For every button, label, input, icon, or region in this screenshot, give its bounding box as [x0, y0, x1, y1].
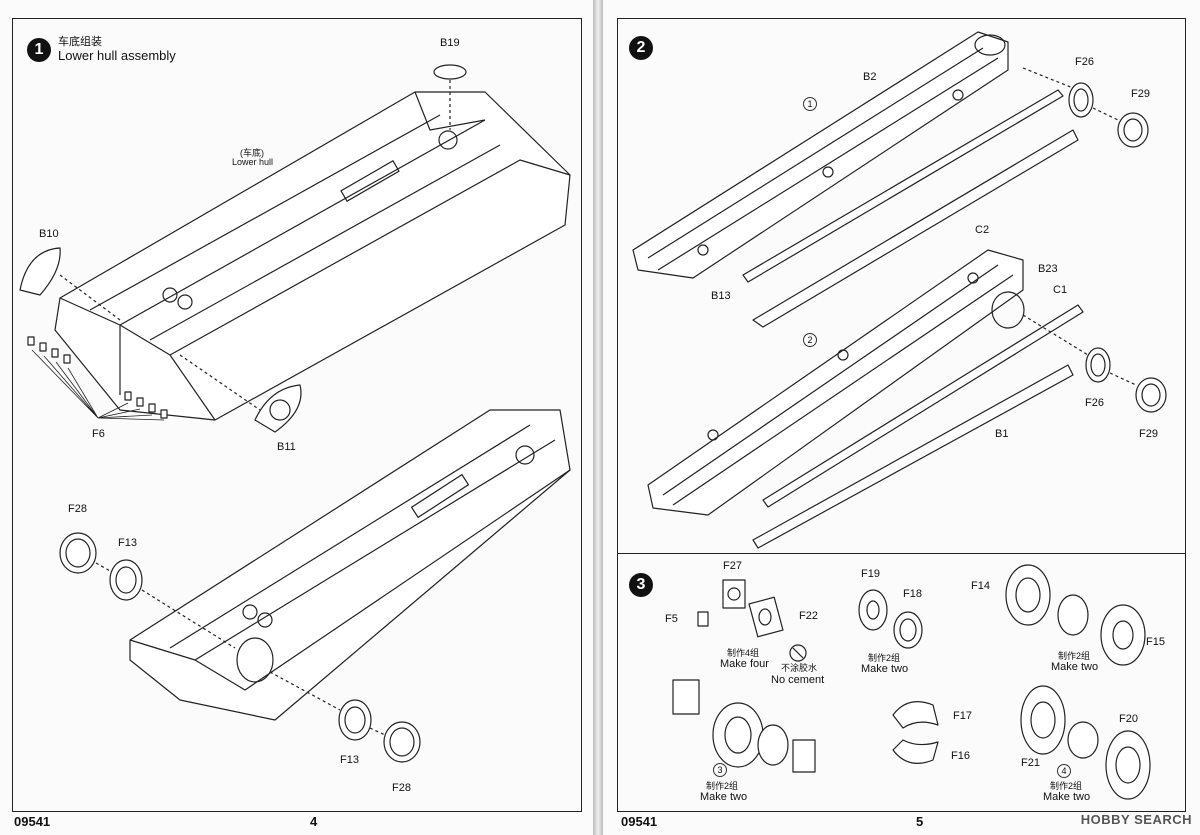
part-label-f26-bottom: F26 [1085, 397, 1104, 409]
make-two-d-en: Make two [1043, 791, 1091, 803]
part-label-b10: B10 [39, 228, 59, 240]
part-label-f27: F27 [723, 560, 742, 572]
part-label-f6: F6 [92, 428, 105, 440]
step-1-title-en: Lower hull assembly [58, 48, 176, 63]
part-label-f15: F15 [1146, 636, 1165, 648]
make-two-a-en: Make two [861, 663, 909, 675]
part-label-b1: B1 [995, 428, 1009, 440]
make-four-cn: 制作4组 [727, 648, 760, 658]
no-cement-en: No cement [771, 674, 825, 686]
part-label-f29-top: F29 [1131, 88, 1150, 100]
page-5: 2 [603, 0, 1200, 835]
lower-hull-drawing [19, 64, 571, 763]
make-two-c-en: Make two [700, 791, 748, 803]
step-2-badge: 2 [629, 36, 653, 60]
page-number: 4 [310, 814, 318, 829]
sub-step-1: 1 [803, 97, 817, 111]
part-label-f17: F17 [953, 710, 972, 722]
part-label-b11: B11 [277, 441, 296, 453]
part-label-f21: F21 [1021, 757, 1040, 769]
part-label-f29-bottom: F29 [1139, 428, 1158, 440]
step-divider [617, 553, 1186, 554]
part-label-f18: F18 [903, 588, 922, 600]
sub-step-3: 3 [713, 763, 727, 777]
step-1-title-cn: 车底组装 [58, 36, 102, 48]
part-label-b19: B19 [440, 37, 460, 49]
part-label-f28-top: F28 [68, 503, 87, 515]
part-label-b13: B13 [711, 290, 731, 302]
part-label-f19: F19 [861, 568, 880, 580]
part-label-c2: C2 [975, 224, 990, 236]
make-four-en: Make four [720, 658, 769, 670]
no-cement-cn: 不涂胶水 [781, 663, 818, 673]
book-gutter [593, 0, 603, 835]
make-two-c-cn: 制作2组 [706, 781, 739, 791]
make-two-a-cn: 制作2组 [868, 653, 901, 663]
make-two-d-cn: 制作2组 [1050, 781, 1083, 791]
sub-step-4: 4 [1057, 764, 1071, 778]
page-4: 1 车底组装 Lower hull assembly [0, 0, 593, 835]
step-3-badge: 3 [629, 573, 653, 597]
part-label-f28-bottom: F28 [392, 782, 411, 794]
part-label-f14: F14 [971, 580, 990, 592]
lower-hull-label-en: Lower hull [232, 157, 274, 167]
lower-hull-label-cn: (车底) [240, 148, 264, 158]
part-label-f5: F5 [665, 613, 678, 625]
step-1-badge: 1 [27, 38, 51, 62]
sub-step-2: 2 [803, 333, 817, 347]
footer-code: 09541 [621, 814, 658, 829]
part-label-f20: F20 [1119, 713, 1138, 725]
side-panel-drawing [632, 31, 1167, 800]
page-number: 5 [916, 814, 924, 829]
part-label-b2: B2 [863, 71, 877, 83]
part-label-f22: F22 [799, 610, 818, 622]
footer-code: 09541 [14, 814, 51, 829]
part-label-f13-bottom: F13 [340, 754, 359, 766]
page-frame [617, 18, 1186, 812]
part-label-b23: B23 [1038, 263, 1058, 275]
part-label-f16: F16 [951, 750, 970, 762]
part-label-f26-top: F26 [1075, 56, 1094, 68]
watermark: HOBBY SEARCH [1080, 812, 1192, 827]
make-two-b-cn: 制作2组 [1058, 651, 1091, 661]
page-frame [12, 18, 582, 812]
part-label-c1: C1 [1053, 284, 1068, 296]
make-two-b-en: Make two [1051, 661, 1099, 673]
part-label-f13-top: F13 [118, 537, 137, 549]
